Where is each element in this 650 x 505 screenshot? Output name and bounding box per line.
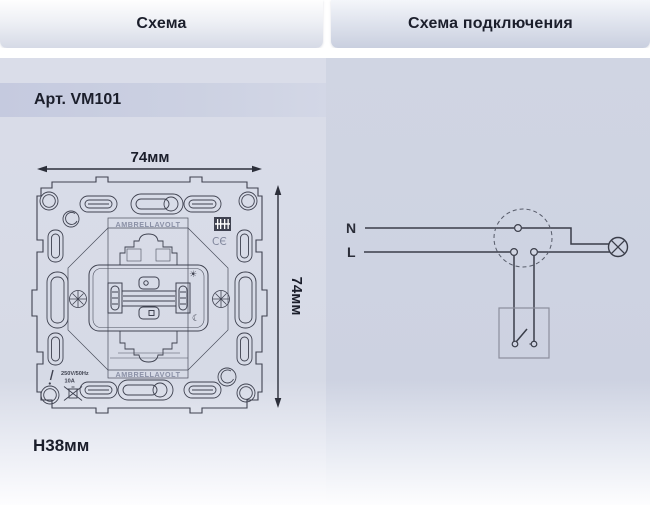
tab-connection-scheme-label: Схема подключения bbox=[408, 15, 573, 32]
brand-top: AMBRELLAVOLT bbox=[115, 220, 180, 229]
ce-mark: CЄ bbox=[212, 236, 227, 248]
neutral-terminal bbox=[514, 224, 523, 233]
top-slots bbox=[79, 193, 222, 215]
bottom-slots bbox=[79, 379, 222, 401]
neutral-label: N bbox=[346, 220, 356, 236]
warning-icon bbox=[48, 369, 54, 385]
weee-icon bbox=[63, 386, 83, 401]
brand-bottom: AMBRELLAVOLT bbox=[115, 370, 180, 379]
current-rating: 10A bbox=[65, 379, 75, 385]
connection-panel: N L bbox=[326, 58, 650, 505]
switch-mechanism-drawing: 74мм 74мм bbox=[31, 149, 305, 455]
height-dimension-label: 74мм bbox=[288, 277, 305, 316]
junction-box-icon bbox=[493, 208, 553, 268]
sun-icon: ☀ bbox=[189, 270, 197, 280]
circlip-icon-bottom-right bbox=[217, 367, 237, 387]
mechanism-towers bbox=[110, 233, 188, 363]
voltage-rating: 250V/50Hz bbox=[61, 371, 89, 377]
switch-core bbox=[88, 264, 209, 332]
mounting-plate-outline bbox=[31, 176, 268, 414]
header-divider bbox=[0, 48, 650, 58]
depth-label: H38мм bbox=[33, 436, 89, 455]
wiring-diagram: N L bbox=[346, 208, 629, 359]
claw-screws bbox=[69, 290, 230, 308]
moon-icon: ☾ bbox=[192, 314, 200, 324]
switch-box bbox=[498, 307, 550, 359]
article-label: Арт. VM101 bbox=[34, 91, 122, 108]
lamp-icon bbox=[607, 236, 629, 258]
article-band: Арт. VM101 bbox=[0, 83, 326, 117]
tab-scheme-label: Схема bbox=[136, 15, 187, 32]
scheme-panel: Арт. VM101 74мм 74мм bbox=[0, 58, 326, 505]
switch-symbol bbox=[511, 328, 538, 348]
circlip-icon-top-left bbox=[62, 210, 80, 228]
tab-connection-scheme[interactable]: Схема подключения bbox=[331, 0, 650, 48]
width-dimension: 74мм bbox=[37, 149, 262, 173]
height-dimension: 74мм bbox=[274, 185, 305, 408]
line-label: L bbox=[347, 244, 356, 260]
octagon-outline bbox=[67, 227, 229, 371]
width-dimension-label: 74мм bbox=[131, 149, 170, 166]
line-terminal bbox=[510, 248, 519, 257]
tab-scheme[interactable]: Схема bbox=[0, 0, 323, 48]
switched-terminal bbox=[530, 248, 539, 257]
wires bbox=[364, 227, 610, 342]
terminals bbox=[510, 224, 539, 257]
corner-screw-holes bbox=[39, 191, 258, 405]
barcode-icon bbox=[214, 217, 231, 231]
